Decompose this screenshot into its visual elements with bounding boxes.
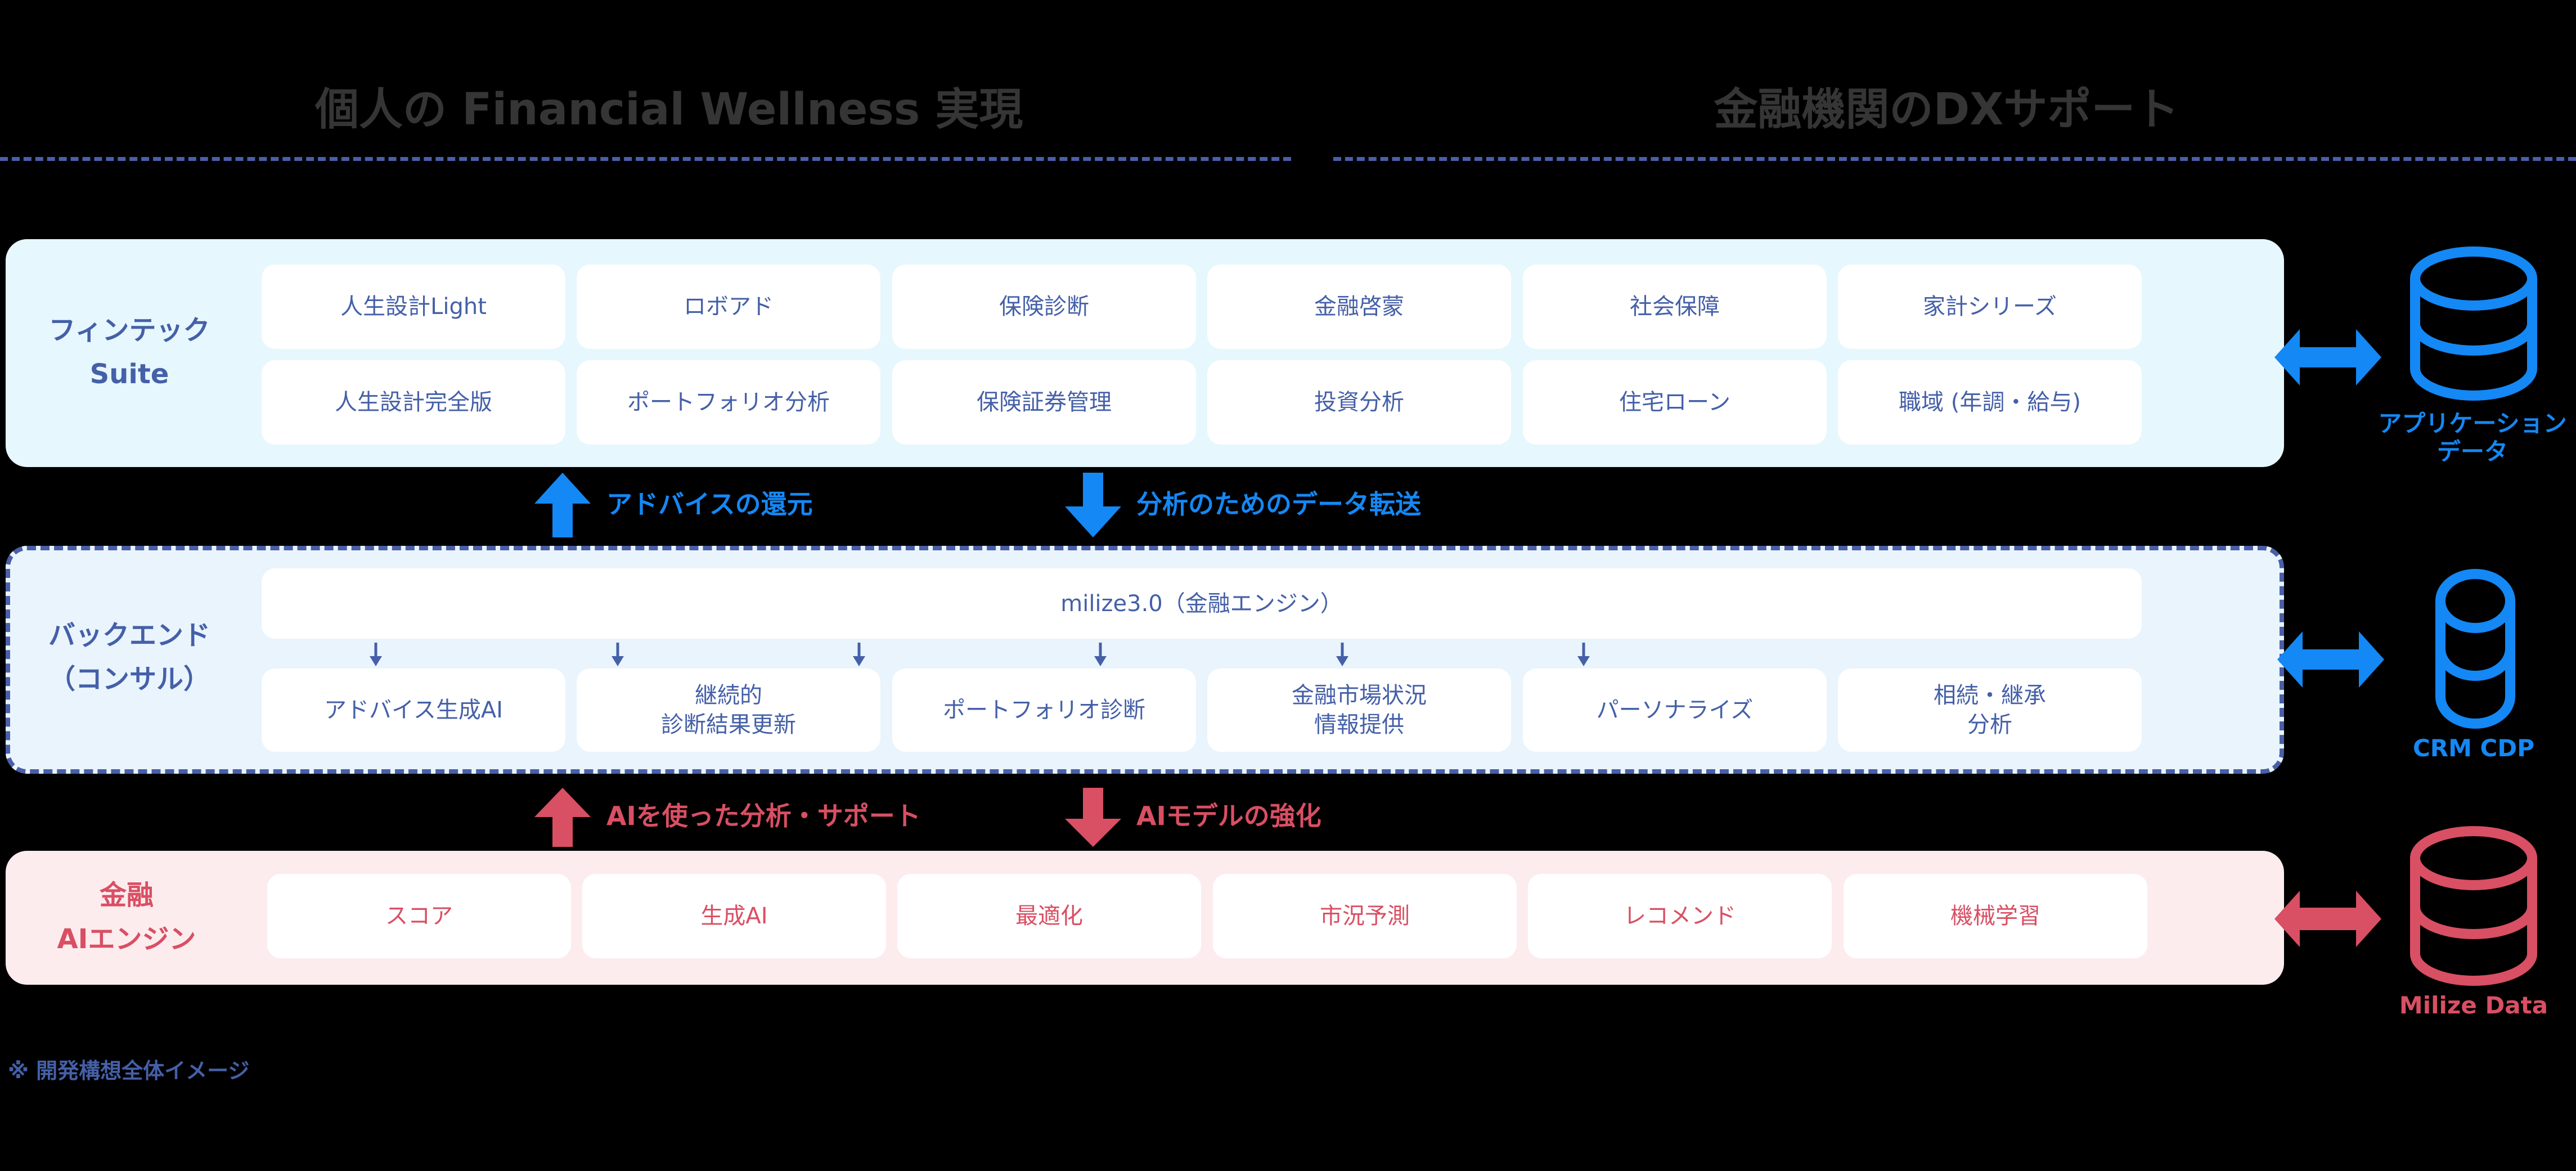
card-shakai-hosho[interactable]: 社会保障 bbox=[1523, 264, 1827, 349]
crm-cdp-label: CRM CDP bbox=[2412, 734, 2535, 762]
data-transfer-label: 分析のためのデータ転送 bbox=[1136, 489, 1421, 519]
milize-data-label: Milize Data bbox=[2399, 991, 2548, 1019]
fintech-suite-label: フィンテック Suite bbox=[48, 315, 210, 390]
up-arrow-red-icon bbox=[534, 788, 591, 847]
down-arrow-red-icon bbox=[1065, 788, 1121, 847]
card-personalize[interactable]: パーソナライズ bbox=[1523, 668, 1827, 752]
card-portfolio-shindan[interactable]: ポートフォリオ診断 bbox=[892, 668, 1196, 752]
card-kinyu-keimo[interactable]: 金融啓蒙 bbox=[1207, 264, 1511, 349]
ai-model-enhance-label: AIモデルの強化 bbox=[1136, 801, 1321, 831]
header-divider-right bbox=[1333, 157, 2576, 161]
backend-label: バックエンド （コンサル） bbox=[48, 620, 210, 695]
ai-engine-label: 金融 AIエンジン bbox=[57, 880, 196, 955]
database-icon bbox=[2409, 567, 2542, 733]
double-arrow-icon bbox=[2274, 329, 2381, 388]
small-down-arrow-icon bbox=[852, 643, 866, 668]
left-title: 個人の Financial Wellness 実現 bbox=[315, 84, 1023, 135]
header-divider-left bbox=[0, 157, 1291, 161]
small-down-arrow-icon bbox=[610, 643, 625, 668]
small-down-arrow-icon bbox=[1093, 643, 1108, 668]
up-arrow-icon bbox=[534, 473, 591, 537]
double-arrow-red-icon bbox=[2274, 891, 2381, 949]
footnote: ※ 開発構想全体イメージ bbox=[8, 1058, 250, 1083]
card-generative-ai[interactable]: 生成AI bbox=[582, 874, 886, 958]
card-portfolio-bunseki[interactable]: ポートフォリオ分析 bbox=[577, 360, 880, 445]
card-optimization[interactable]: 最適化 bbox=[897, 874, 1201, 958]
card-hoken-shoken[interactable]: 保険証券管理 bbox=[892, 360, 1196, 445]
app-data-label: アプリケーション データ bbox=[2378, 410, 2567, 465]
card-kakei-series[interactable]: 家計シリーズ bbox=[1838, 264, 2142, 349]
small-down-arrow-icon bbox=[1335, 643, 1350, 668]
card-jinsei-full[interactable]: 人生設計完全版 bbox=[262, 360, 565, 445]
card-market-forecast[interactable]: 市況予測 bbox=[1213, 874, 1517, 958]
card-hoken-shindan[interactable]: 保険診断 bbox=[892, 264, 1196, 349]
card-machine-learning[interactable]: 機械学習 bbox=[1844, 874, 2147, 958]
card-continuous-update[interactable]: 継続的 診断結果更新 bbox=[577, 668, 880, 752]
engine-milize3[interactable]: milize3.0（金融エンジン） bbox=[262, 568, 2142, 639]
card-advice-ai[interactable]: アドバイス生成AI bbox=[262, 668, 565, 752]
down-arrow-icon bbox=[1065, 473, 1121, 537]
card-score[interactable]: スコア bbox=[267, 874, 571, 958]
card-inheritance[interactable]: 相続・継承 分析 bbox=[1838, 668, 2142, 752]
ai-analysis-support-label: AIを使った分析・サポート bbox=[606, 801, 921, 831]
small-down-arrow-icon bbox=[368, 643, 383, 668]
database-red-icon bbox=[2408, 825, 2540, 991]
small-down-arrow-icon bbox=[1576, 643, 1591, 668]
card-roboad[interactable]: ロボアド bbox=[577, 264, 880, 349]
card-jinsei-light[interactable]: 人生設計Light bbox=[262, 264, 565, 349]
database-icon bbox=[2408, 245, 2540, 405]
card-jutaku-loan[interactable]: 住宅ローン bbox=[1523, 360, 1827, 445]
right-title: 金融機関のDXサポート bbox=[1714, 84, 2179, 135]
card-recommend[interactable]: レコメンド bbox=[1528, 874, 1832, 958]
double-arrow-icon bbox=[2277, 631, 2384, 690]
card-toshi-bunseki[interactable]: 投資分析 bbox=[1207, 360, 1511, 445]
card-shokuiki[interactable]: 職域 (年調・給与) bbox=[1838, 360, 2142, 445]
advice-return-label: アドバイスの還元 bbox=[606, 489, 813, 519]
card-market-info[interactable]: 金融市場状況 情報提供 bbox=[1207, 668, 1511, 752]
